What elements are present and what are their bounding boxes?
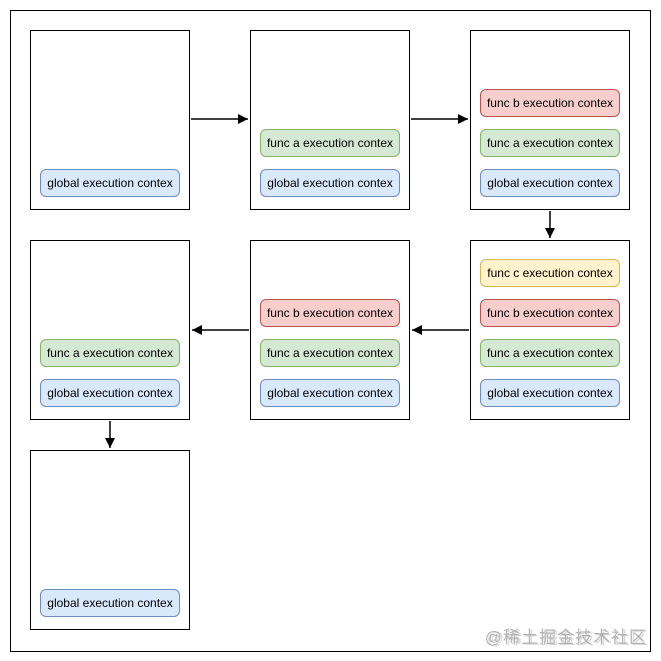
execution-context-label: func a execution contex — [480, 129, 620, 157]
stack-box-step-3: func b execution contex func a execution… — [470, 30, 630, 210]
execution-context-label: func b execution contex — [480, 89, 620, 117]
stack-box-step-7: global execution contex — [30, 450, 190, 630]
execution-context-label: func a execution contex — [260, 339, 400, 367]
execution-context-label: global execution contex — [40, 589, 180, 617]
stack-box-step-1: global execution contex — [30, 30, 190, 210]
stack-box-step-2: func a execution contex global execution… — [250, 30, 410, 210]
execution-context-label: func a execution contex — [40, 339, 180, 367]
stack-box-step-5: func b execution contex func a execution… — [250, 240, 410, 420]
execution-context-label: func a execution contex — [260, 129, 400, 157]
execution-context-label: global execution contex — [480, 379, 620, 407]
watermark: @稀土掘金技术社区 — [484, 628, 647, 647]
diagram-outer-frame — [10, 10, 651, 652]
execution-context-label: func b execution contex — [480, 299, 620, 327]
stack-box-step-4: func c execution contex func b execution… — [470, 240, 630, 420]
execution-context-label: func c execution contex — [480, 259, 620, 287]
execution-context-label: global execution contex — [260, 379, 400, 407]
stack-box-step-6: func a execution contex global execution… — [30, 240, 190, 420]
execution-context-label: global execution contex — [40, 379, 180, 407]
execution-context-label: func a execution contex — [480, 339, 620, 367]
execution-context-label: func b execution contex — [260, 299, 400, 327]
execution-context-label: global execution contex — [480, 169, 620, 197]
execution-context-label: global execution contex — [40, 169, 180, 197]
execution-context-label: global execution contex — [260, 169, 400, 197]
